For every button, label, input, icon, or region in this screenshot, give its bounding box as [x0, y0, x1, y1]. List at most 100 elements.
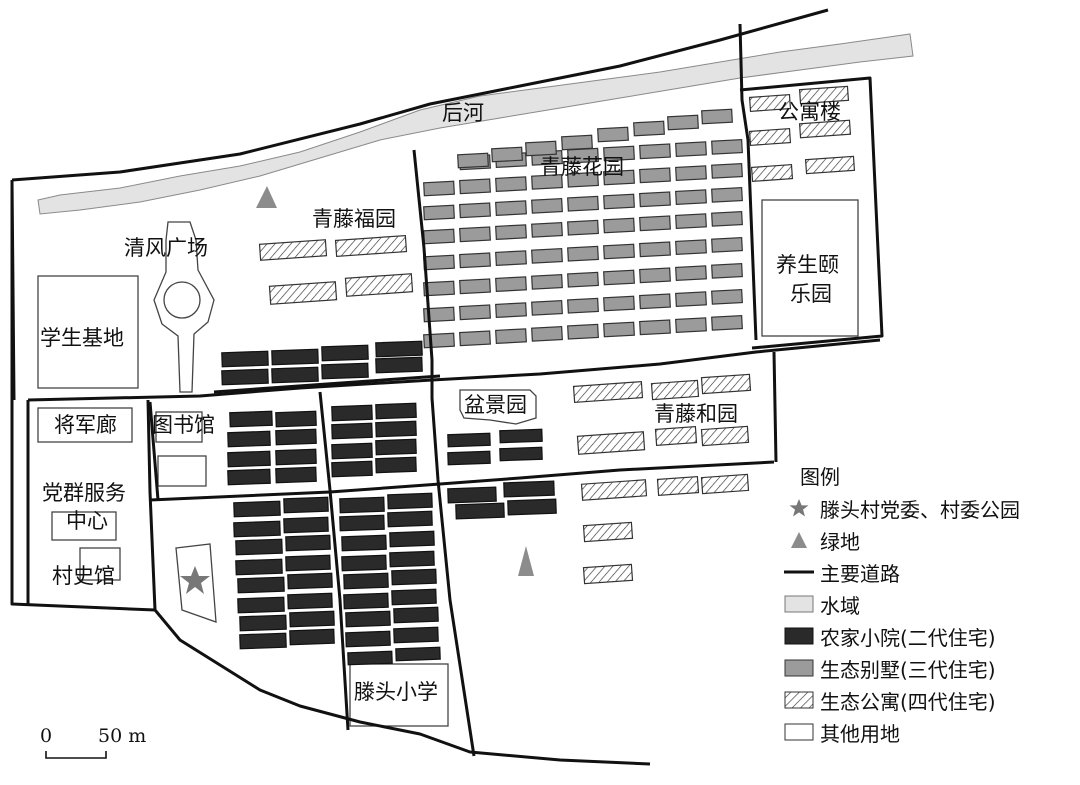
farmhouse-block — [375, 420, 417, 438]
villa-block — [495, 176, 527, 193]
farmhouse-block — [275, 410, 317, 428]
farmhouse-block — [283, 496, 329, 514]
farmhouse-block — [331, 460, 373, 478]
villa-block — [459, 278, 491, 295]
farmhouse-block — [387, 492, 433, 510]
legend-item: 生态公寓(四代住宅) — [782, 684, 1078, 716]
farmhouse-block — [375, 356, 423, 374]
villa-block — [711, 288, 743, 305]
farmhouse-block — [447, 450, 491, 466]
legend-item-label: 绿地 — [820, 529, 860, 554]
villa-block — [567, 271, 599, 288]
villa-block — [675, 141, 707, 158]
villa-block — [711, 162, 743, 179]
villa-block — [603, 295, 635, 312]
farmhouse-block — [275, 466, 317, 484]
apartment-block — [700, 373, 752, 395]
apartment-block — [650, 379, 700, 401]
villa-block — [701, 108, 733, 125]
farmhouse-block — [343, 572, 389, 590]
farmhouse-block — [341, 554, 387, 572]
farmhouse-swatch-icon — [782, 625, 816, 647]
villa-block — [675, 291, 707, 308]
farmhouse-block — [275, 428, 317, 446]
apartment-block — [700, 425, 750, 447]
apartment-block — [748, 93, 792, 113]
villa-block — [603, 321, 635, 338]
farmhouse-block — [285, 534, 331, 552]
farmhouse-block — [395, 646, 441, 662]
yangsheng-yiyuan-label-1: 养生颐 — [776, 253, 839, 277]
farmhouse-block — [339, 514, 385, 532]
villa-block — [711, 262, 743, 279]
yangsheng-yiyuan-label-2: 乐园 — [790, 282, 832, 306]
apartment-block — [748, 127, 792, 147]
scale-zero: 0 — [40, 725, 53, 747]
farmhouse-block — [455, 502, 505, 520]
legend-item: 水域 — [782, 588, 1078, 620]
villa-block — [639, 215, 671, 232]
farmhouse-block — [271, 348, 319, 366]
villa-block — [603, 243, 635, 260]
farmhouse-block — [235, 538, 283, 556]
villa-block — [423, 254, 455, 271]
qingteng-heyuan-label: 青藤和园 — [654, 402, 738, 426]
villa-block — [711, 210, 743, 227]
farmhouse-block — [227, 450, 271, 468]
villa-block — [423, 204, 455, 221]
xuesheng-jidi-label: 学生基地 — [40, 326, 124, 350]
apartment-block — [268, 281, 338, 305]
farmhouse-block — [339, 496, 385, 514]
villa-block — [495, 302, 527, 319]
farmhouse-block — [221, 368, 269, 386]
legend-item: 滕头村党委、村委公园 — [782, 492, 1078, 524]
farmhouse-block — [375, 402, 417, 420]
villa-block — [567, 245, 599, 262]
farmhouse-block — [393, 626, 439, 644]
villa-block — [675, 239, 707, 256]
legend-item-label: 生态别墅(三代住宅) — [820, 657, 996, 682]
farmhouse-block — [389, 530, 435, 548]
villa-block — [711, 138, 743, 155]
apartment-block — [798, 85, 850, 105]
farmhouse-block — [503, 480, 555, 498]
apartment-block — [804, 155, 856, 175]
apartment-block — [580, 479, 648, 501]
villa-block — [459, 178, 491, 195]
villa-block — [531, 247, 563, 264]
villa-block — [495, 328, 527, 345]
farmhouse-block — [287, 592, 333, 610]
farmhouse-block — [375, 438, 417, 456]
farmhouse-block — [345, 610, 391, 628]
villa-block — [423, 332, 455, 349]
villa-block — [675, 317, 707, 334]
farmhouse-block — [237, 596, 285, 614]
farmhouse-block — [283, 516, 329, 534]
villa-block — [531, 273, 563, 290]
cunshi-guan-label: 村史馆 — [52, 564, 115, 588]
villa-block — [531, 221, 563, 238]
villa-block — [567, 219, 599, 236]
legend-item-label: 滕头村党委、村委公园 — [820, 497, 1020, 522]
farmhouse-block — [387, 510, 433, 528]
jiangjun-lang-label: 将军廊 — [54, 413, 117, 437]
villa-block — [597, 126, 629, 143]
qingfeng-guangchang-label: 清风广场 — [124, 236, 208, 260]
farmhouse-block — [447, 486, 497, 504]
villa-block — [639, 191, 671, 208]
villa-block — [711, 236, 743, 253]
villa-block — [495, 250, 527, 267]
farmhouse-block — [393, 606, 439, 624]
villa-block — [639, 241, 671, 258]
apartment-block — [258, 239, 328, 261]
farmhouse-block — [221, 350, 269, 368]
gongyu-lou-label: 公寓楼 — [778, 100, 841, 124]
farmhouse-block — [375, 456, 417, 474]
villa-block — [567, 297, 599, 314]
farmhouse-block — [331, 422, 373, 440]
villa-block — [423, 180, 455, 197]
farmhouse-block — [331, 442, 373, 460]
villa-block — [603, 145, 635, 162]
apartment-swatch-icon — [782, 689, 816, 711]
water-swatch-icon — [782, 593, 816, 615]
